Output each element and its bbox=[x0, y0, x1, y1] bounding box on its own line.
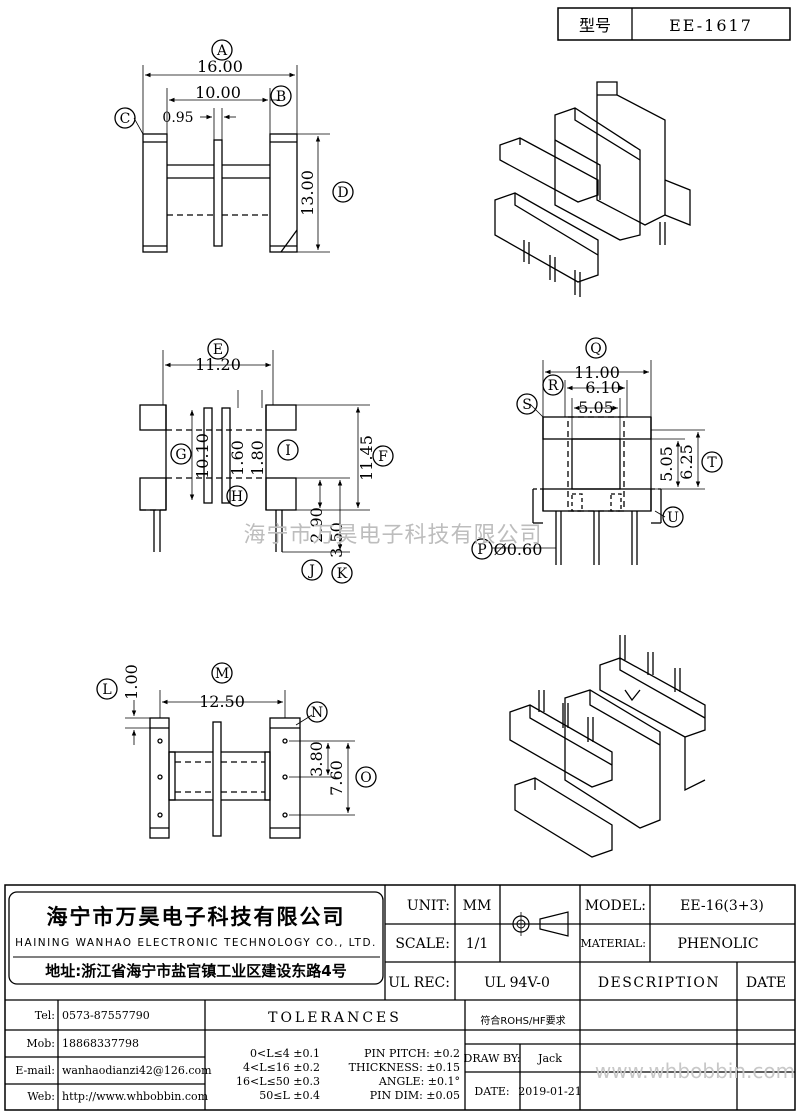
dim-13: 13.00 bbox=[298, 170, 317, 216]
header-model-value: EE-1617 bbox=[669, 16, 753, 35]
dim-1100: 11.00 bbox=[574, 363, 620, 382]
contact-tel-label: Tel: bbox=[35, 1009, 55, 1022]
scale-value: 1/1 bbox=[466, 936, 489, 952]
label-l: L bbox=[102, 682, 111, 698]
rohs-text: 符合ROHS/HF要求 bbox=[480, 1014, 565, 1027]
tolerance-spec-1: PIN PITCH: ±0.2 bbox=[364, 1047, 460, 1060]
dim-1120: 11.20 bbox=[195, 355, 241, 374]
dim-180: 1.80 bbox=[248, 440, 267, 476]
dim-095: 0.95 bbox=[162, 110, 193, 126]
unit-label: UNIT: bbox=[407, 898, 450, 914]
material-value: PHENOLIC bbox=[677, 936, 758, 952]
dim-1145: 11.45 bbox=[357, 435, 376, 481]
material-label: MATERIAL: bbox=[580, 937, 646, 950]
drawby-value: Jack bbox=[537, 1052, 562, 1065]
dim-505: 5.05 bbox=[578, 398, 614, 417]
contact-web-value: http://www.whbobbin.com bbox=[62, 1090, 209, 1103]
label-i: I bbox=[285, 443, 291, 459]
contact-email-value: wanhaodianzi42@126.com bbox=[62, 1064, 212, 1077]
contact-web-label: Web: bbox=[27, 1090, 55, 1103]
model-label: MODEL: bbox=[585, 898, 646, 914]
label-h: H bbox=[231, 489, 243, 505]
bottom-view bbox=[96, 662, 377, 839]
model-value: EE-16(3+3) bbox=[680, 898, 764, 914]
dim-pin: Ø0.60 bbox=[494, 540, 543, 559]
dim-10: 10.00 bbox=[195, 83, 241, 102]
company-address: 地址:浙江省海宁市盐官镇工业区建设东路4号 bbox=[45, 962, 346, 980]
label-j: J bbox=[307, 563, 315, 579]
header-model-label: 型号 bbox=[579, 16, 611, 35]
description-header: DESCRIPTION bbox=[598, 975, 720, 991]
label-d: D bbox=[337, 185, 348, 201]
ulrec-label: UL REC: bbox=[388, 975, 450, 991]
drawby-label: DRAW BY: bbox=[464, 1052, 521, 1065]
scale-label: SCALE: bbox=[395, 936, 450, 952]
dim-610: 6.10 bbox=[585, 378, 621, 397]
tolerances-header: TOLERANCES bbox=[268, 1010, 402, 1026]
label-g: G bbox=[175, 447, 186, 463]
unit-value: MM bbox=[463, 898, 492, 914]
label-o: O bbox=[360, 770, 371, 786]
title-block-frame bbox=[4, 884, 796, 1111]
label-t: T bbox=[707, 455, 717, 471]
tolerance-range-2: 4<L≤16 ±0.2 bbox=[243, 1061, 320, 1074]
contact-tel-value: 0573-87557790 bbox=[62, 1009, 150, 1022]
company-name-en: HAINING WANHAO ELECTRONIC TECHNOLOGY CO.… bbox=[15, 937, 377, 949]
contact-email-label: E-mail: bbox=[15, 1064, 55, 1077]
side-view bbox=[471, 337, 723, 565]
tolerance-spec-3: ANGLE: ±0.1° bbox=[378, 1075, 460, 1088]
mid-view bbox=[139, 338, 394, 584]
tolerance-range-1: 0<L≤4 ±0.1 bbox=[250, 1047, 320, 1060]
label-c: C bbox=[120, 111, 131, 127]
tolerance-range-4: 50≤L ±0.4 bbox=[259, 1089, 320, 1102]
date-value: 2019-01-21 bbox=[518, 1085, 581, 1098]
label-k: K bbox=[337, 566, 348, 582]
tolerance-spec-2: THICKNESS: ±0.15 bbox=[349, 1061, 460, 1074]
dim-1010: 10.10 bbox=[193, 433, 212, 479]
date-column-header: DATE bbox=[746, 975, 786, 991]
tolerance-range-3: 16<L≤50 ±0.3 bbox=[236, 1075, 320, 1088]
contact-mob-value: 18868337798 bbox=[62, 1037, 139, 1050]
label-a: A bbox=[216, 43, 228, 59]
ulrec-value: UL 94V-0 bbox=[484, 975, 550, 991]
dim-290: 2.90 bbox=[307, 507, 326, 543]
iso-view-top bbox=[494, 81, 691, 297]
company-name-cn: 海宁市万昊电子科技有限公司 bbox=[47, 905, 346, 929]
label-p: P bbox=[477, 542, 486, 558]
contact-mob-label: Mob: bbox=[26, 1037, 55, 1050]
header-model-box bbox=[557, 7, 791, 41]
dim-350: 3.50 bbox=[327, 522, 346, 558]
date-label: DATE: bbox=[474, 1085, 509, 1098]
watermark-corner: www.whbobbin.com bbox=[595, 1059, 795, 1083]
front-view bbox=[114, 39, 354, 253]
label-u: U bbox=[667, 510, 679, 526]
tolerance-spec-4: PIN DIM: ±0.05 bbox=[370, 1089, 460, 1102]
label-b: B bbox=[276, 89, 286, 105]
dim-1250: 12.50 bbox=[199, 692, 245, 711]
label-m: M bbox=[215, 666, 229, 682]
dim-760: 7.60 bbox=[327, 760, 346, 796]
dim-100: 1.00 bbox=[122, 664, 141, 700]
label-q: Q bbox=[590, 341, 601, 357]
dim-16: 16.00 bbox=[197, 57, 243, 76]
label-s: S bbox=[522, 397, 532, 413]
watermark-center: 海宁市万昊电子科技有限公司 bbox=[243, 523, 542, 548]
label-e: E bbox=[213, 342, 223, 358]
iso-view-bottom bbox=[509, 635, 706, 858]
dim-625: 6.25 bbox=[677, 444, 696, 480]
label-f: F bbox=[378, 449, 388, 465]
label-r: R bbox=[548, 378, 559, 394]
dim-380: 3.80 bbox=[307, 741, 326, 777]
dim-505-vertical: 5.05 bbox=[657, 446, 676, 482]
label-n: N bbox=[311, 705, 323, 721]
dim-160: 1.60 bbox=[228, 440, 247, 476]
